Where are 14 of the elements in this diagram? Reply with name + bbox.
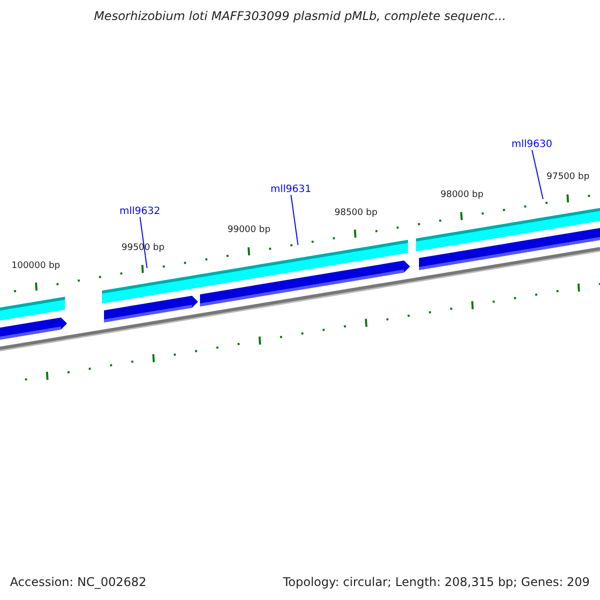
leader-line xyxy=(140,216,148,268)
leader-line xyxy=(532,150,544,200)
leader-line xyxy=(290,194,298,246)
tick-label: 98000 bp xyxy=(440,190,484,200)
gene-name-label: mll9631 xyxy=(270,184,312,195)
tick-label: 100000 bp xyxy=(12,260,60,271)
map-title: Mesorhizobium loti MAFF303099 plasmid pMLb, complete sequenc... xyxy=(92,9,508,23)
tick-label: 97500 bp xyxy=(546,172,590,182)
accession-text: Accession: NC_002682 xyxy=(10,575,146,589)
tick-label: 98500 bp xyxy=(334,208,378,218)
gene-name-label: mll9630 xyxy=(512,139,552,150)
tick-label: 99000 bp xyxy=(228,225,270,236)
summary-text: Topology: circular; Length: 208,315 bp; Genes: 209 xyxy=(283,575,590,589)
gene-name-label: mll9632 xyxy=(120,206,160,217)
